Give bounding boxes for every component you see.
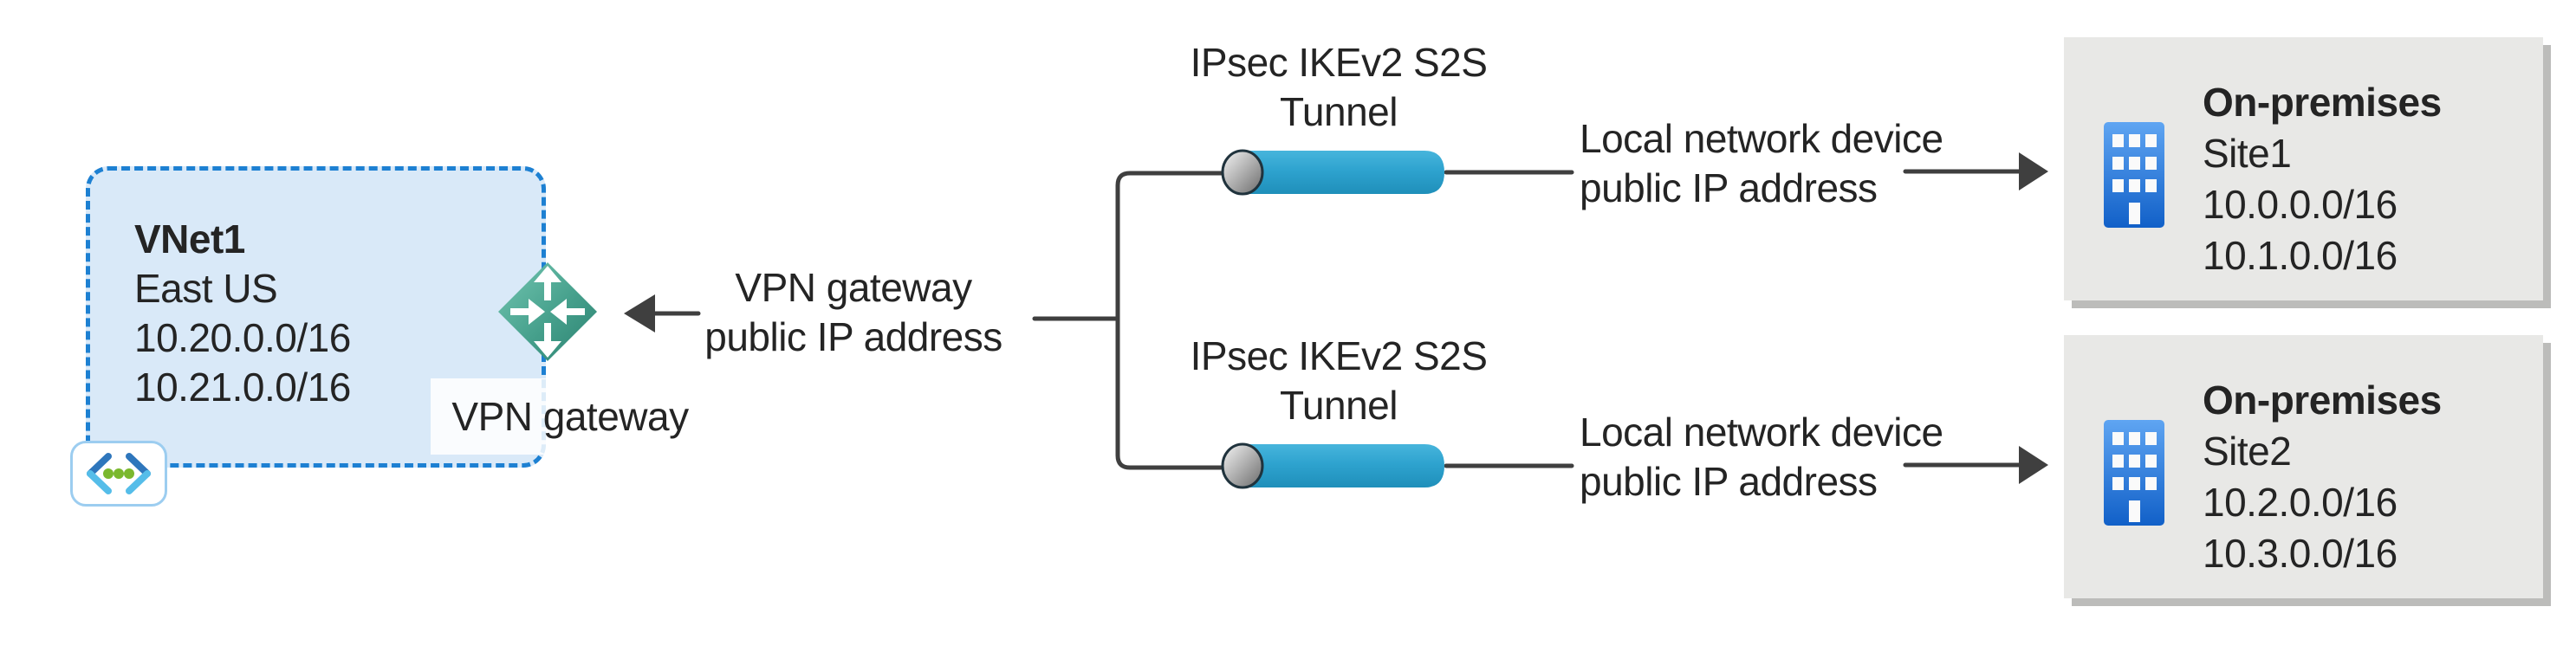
vpn-gateway-label: VPN gateway bbox=[431, 378, 710, 455]
device-label-2-line2: public IP address bbox=[1580, 459, 1878, 504]
virtual-network-glyph bbox=[87, 453, 151, 494]
tunnel2-label-line2: Tunnel bbox=[1280, 383, 1398, 428]
device-label-2-line1: Local network device bbox=[1580, 410, 1943, 455]
tunnel1-label-line2: Tunnel bbox=[1280, 89, 1398, 134]
gateway-public-ip-label: VPN gateway public IP address bbox=[672, 263, 1035, 362]
site2-info: On-premises Site2 10.2.0.0/16 10.3.0.0/1… bbox=[2203, 375, 2442, 579]
site1-box: On-premises Site1 10.0.0.0/16 10.1.0.0/1… bbox=[2064, 37, 2543, 300]
site1-prefix-1: 10.0.0.0/16 bbox=[2203, 182, 2398, 227]
tunnel2-label-line1: IPsec IKEv2 S2S bbox=[1190, 333, 1488, 378]
tunnel1-label-line1: IPsec IKEv2 S2S bbox=[1190, 40, 1488, 85]
vnet-prefix-1: 10.20.0.0/16 bbox=[134, 315, 351, 360]
site2-prefix-1: 10.2.0.0/16 bbox=[2203, 480, 2398, 525]
vnet-name: VNet1 bbox=[134, 216, 245, 261]
device-label-1: Local network device public IP address bbox=[1580, 114, 1943, 213]
tunnel-icon bbox=[1221, 442, 1444, 489]
site1-title: On-premises bbox=[2203, 80, 2442, 125]
vnet-prefix-2: 10.21.0.0/16 bbox=[134, 365, 351, 410]
device-label-1-line1: Local network device bbox=[1580, 116, 1943, 161]
vpn-gateway-label-text: VPN gateway bbox=[451, 393, 689, 439]
gateway-public-ip-line1: VPN gateway bbox=[735, 265, 972, 310]
site2-name: Site2 bbox=[2203, 429, 2292, 474]
gateway-public-ip-line2: public IP address bbox=[704, 314, 1002, 359]
vnet-info: VNet1 East US 10.20.0.0/16 10.21.0.0/16 bbox=[134, 215, 351, 412]
vpn-gateway-icon bbox=[498, 262, 597, 361]
building-icon bbox=[2104, 122, 2164, 228]
site2-title: On-premises bbox=[2203, 378, 2442, 423]
device-label-1-line2: public IP address bbox=[1580, 165, 1878, 210]
tunnel-icon bbox=[1221, 149, 1444, 196]
vnet-region: East US bbox=[134, 266, 278, 311]
arrow-right-icon bbox=[2019, 152, 2048, 190]
site2-prefix-2: 10.3.0.0/16 bbox=[2203, 531, 2398, 576]
tunnel2-label: IPsec IKEv2 S2S Tunnel bbox=[1152, 332, 1525, 430]
site1-info: On-premises Site1 10.0.0.0/16 10.1.0.0/1… bbox=[2203, 77, 2442, 281]
device-label-2: Local network device public IP address bbox=[1580, 408, 1943, 507]
arrow-right-icon bbox=[2019, 446, 2048, 484]
building-icon bbox=[2104, 420, 2164, 526]
virtual-network-icon bbox=[70, 441, 167, 507]
site2-box: On-premises Site2 10.2.0.0/16 10.3.0.0/1… bbox=[2064, 335, 2543, 598]
tunnel1-label: IPsec IKEv2 S2S Tunnel bbox=[1152, 38, 1525, 137]
site1-name: Site1 bbox=[2203, 131, 2292, 176]
arrow-left-icon bbox=[624, 294, 655, 332]
site1-prefix-2: 10.1.0.0/16 bbox=[2203, 233, 2398, 278]
